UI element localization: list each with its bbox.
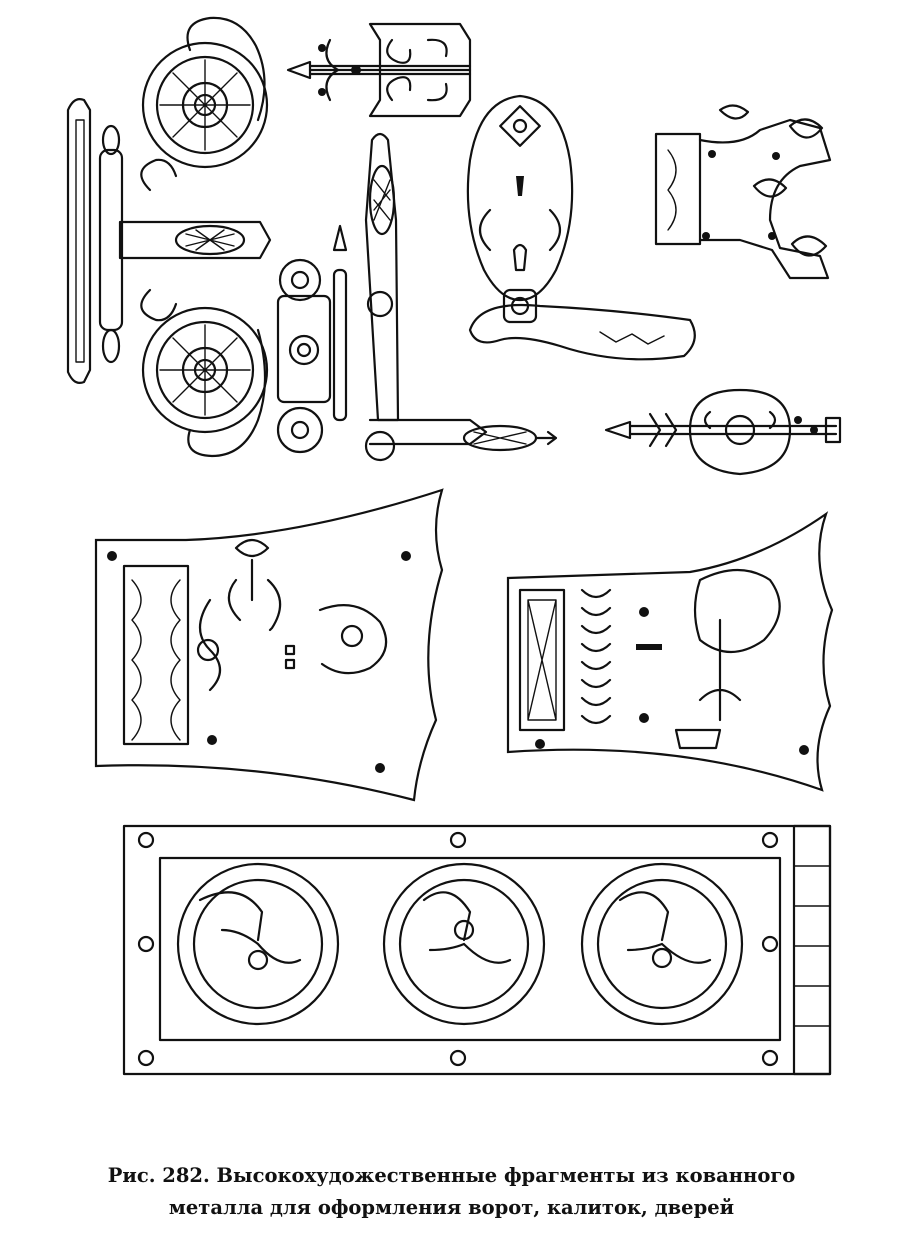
caption-line-1: Рис. 282. Высокохудожественные фрагменты… — [107, 1164, 796, 1187]
small-arrow-hinge-top — [286, 22, 472, 118]
figure-caption: Рис. 282. Высокохудожественные фрагменты… — [0, 1160, 903, 1224]
door-handle-with-keyhole-escutcheon — [466, 94, 696, 361]
caption-line-2: металла для оформления ворот, калиток, д… — [168, 1196, 735, 1219]
corner-bracket — [654, 104, 832, 280]
scroll-panel — [122, 824, 832, 1076]
small-arrow-hinge-right — [604, 388, 842, 476]
left-shaped-plate — [94, 488, 444, 802]
right-shaped-plate — [506, 511, 834, 792]
ornamental-hinge-with-rosettes — [66, 16, 272, 458]
hinge-with-roundels-and-elbow — [276, 132, 558, 462]
